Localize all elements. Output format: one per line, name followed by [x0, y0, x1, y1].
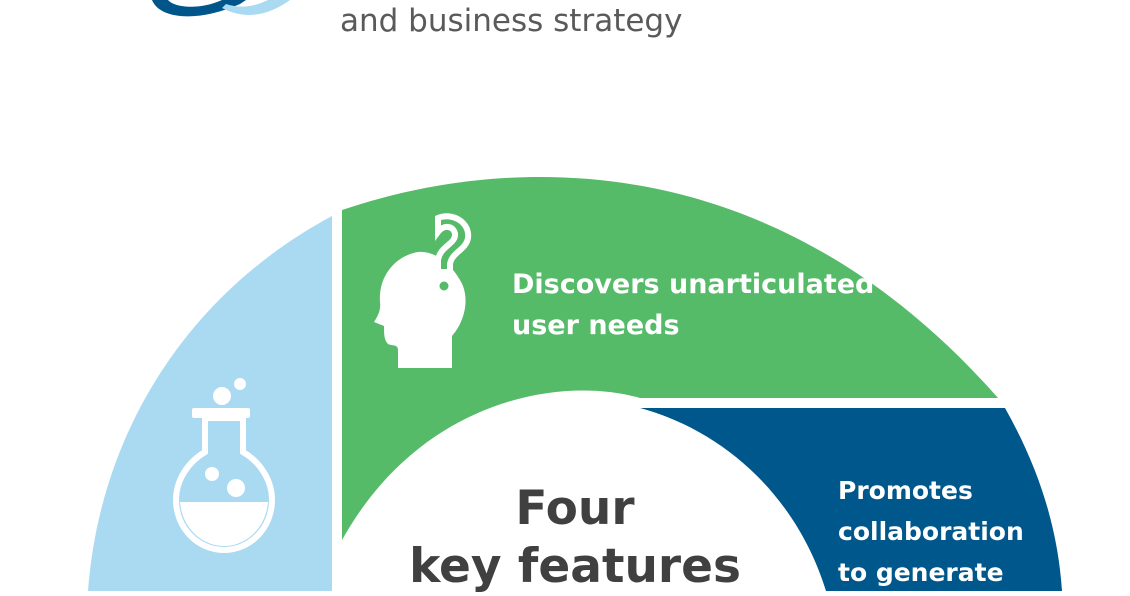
- logo-icon: [152, 0, 290, 17]
- feature-line: to generate: [838, 558, 1004, 587]
- feature-discovers-needs: Discovers unarticulated user needs: [512, 264, 874, 346]
- feature-line: Promotes: [838, 476, 973, 505]
- feature-promotes-collaboration: Promotes collaboration to generate: [838, 470, 1024, 593]
- feature-line: user needs: [512, 310, 680, 341]
- center-title: Four key features: [390, 480, 760, 596]
- flask-icon: [172, 378, 276, 554]
- feature-line: Discovers unarticulated: [512, 269, 875, 300]
- center-title-line: Four: [515, 481, 635, 536]
- subtitle: and business strategy: [340, 3, 683, 39]
- center-circle: [342, 400, 822, 591]
- head-question-icon: [374, 213, 472, 368]
- dark-blue-segment: [640, 408, 1062, 591]
- center-title-line: key features: [409, 539, 741, 594]
- feature-line: collaboration: [838, 517, 1024, 546]
- green-segment: [342, 176, 998, 540]
